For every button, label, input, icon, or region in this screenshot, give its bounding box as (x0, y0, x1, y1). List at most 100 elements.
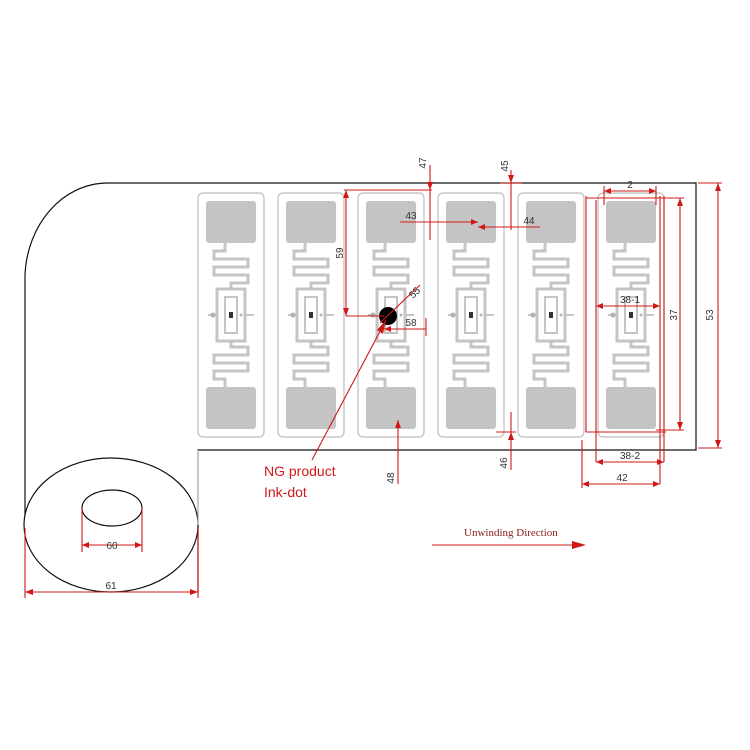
dim-44-arrow (478, 224, 485, 230)
ic-chip (629, 312, 633, 318)
chip-marker-dot (479, 313, 483, 317)
dim-46-label: 46 (499, 457, 510, 469)
dim-60-arrow-left (82, 542, 89, 548)
ic-chip (549, 312, 553, 318)
dimension-lines (24, 165, 722, 598)
dim-45-label: 45 (500, 160, 511, 172)
dim-60-arrow-right (135, 542, 142, 548)
dim-2-label: 2 (627, 180, 633, 191)
chip-marker-dot (530, 312, 536, 318)
dim-38-1-label: 38-1 (620, 295, 640, 306)
annotations: NG product Ink-dot Unwinding Direction (264, 463, 558, 539)
chip-marker-dot (290, 312, 296, 318)
dim-42-arrow-right (653, 481, 660, 487)
rfid-tag (517, 192, 585, 438)
antenna-pad-bottom (286, 387, 336, 429)
ng-leader-arrowhead (377, 320, 386, 334)
ic-chip (229, 312, 233, 318)
dim-38-2-arrow-right (657, 459, 664, 465)
antenna-pad-top (286, 201, 336, 243)
ink-dot-label: Ink-dot (264, 484, 307, 500)
dim-42-arrow-left (582, 481, 589, 487)
dim-59-label: 59 (335, 247, 346, 259)
antenna-trace-top (532, 243, 570, 289)
ng-product-label: NG product (264, 463, 336, 479)
dim-61-label: 61 (105, 581, 117, 592)
arrow-heads (25, 175, 721, 595)
ic-chip (309, 312, 313, 318)
antenna-pad-top (206, 201, 256, 243)
dim-53-arrow-top (715, 183, 721, 191)
dim-37-label: 37 (669, 309, 680, 321)
antenna-inner-loop (224, 296, 238, 334)
antenna-inner-loop (304, 296, 318, 334)
antenna-pad-top (526, 201, 576, 243)
roll-core-inner (81, 489, 143, 527)
unwinding-arrowhead (572, 541, 586, 549)
antenna-trace-bottom (452, 341, 490, 387)
antenna-trace-top (612, 243, 650, 289)
rfid-tag (277, 192, 345, 438)
antenna-pad-bottom (366, 387, 416, 429)
antenna-trace-bottom (292, 341, 330, 387)
dim-38-2-label: 38-2 (620, 451, 640, 462)
rfid-tag (597, 192, 665, 438)
dim-2-arrow-left (604, 188, 611, 194)
rfid-tag (197, 192, 265, 438)
dim-44-label: 44 (523, 216, 535, 227)
antenna-trace-bottom (532, 341, 570, 387)
antenna-inner-loop (544, 296, 558, 334)
rfid-tag-row (197, 192, 665, 438)
dim-43-arrow (471, 219, 478, 225)
dim-55-line (379, 284, 421, 324)
antenna-pad-bottom (446, 387, 496, 429)
dim-38-1-arrow-left (596, 303, 603, 309)
chip-marker-dot (639, 313, 643, 317)
antenna-pad-top (366, 201, 416, 243)
unwinding-direction-label: Unwinding Direction (464, 527, 558, 539)
dim-48-label: 48 (386, 472, 397, 484)
dim-61-arrow-right (190, 589, 198, 595)
dim-38-1-arrow-right (653, 303, 660, 309)
dim-61-arrow-left (25, 589, 33, 595)
dim-48-arrow (395, 420, 401, 428)
dim-37-arrow-bottom (677, 422, 683, 430)
antenna-inner-loop (464, 296, 478, 334)
antenna-pad-top (606, 201, 656, 243)
antenna-pad-bottom (526, 387, 576, 429)
chip-marker-dot (239, 313, 243, 317)
dim-37-arrow-top (677, 198, 683, 206)
antenna-trace-bottom (612, 341, 650, 387)
dim-59-arrow-bottom (343, 308, 349, 316)
antenna-inner-loop (624, 296, 638, 334)
chip-marker-dot (370, 312, 376, 318)
dim-53-label: 53 (705, 309, 716, 321)
chip-marker-dot (319, 313, 323, 317)
ic-chip (469, 312, 473, 318)
chip-marker-dot (210, 312, 216, 318)
antenna-trace-top (372, 243, 410, 289)
liner-outline (23, 182, 697, 593)
antenna-trace-top (292, 243, 330, 289)
ng-leader-line (311, 319, 387, 461)
antenna-trace-bottom (372, 341, 410, 387)
dimension-labels: 47 45 2 53 43 44 59 55 58 38-1 37 48 46 … (105, 157, 716, 592)
dim-38-2-arrow-left (596, 459, 603, 465)
chip-marker-dot (610, 312, 616, 318)
dim-43-label: 43 (405, 211, 417, 222)
antenna-trace-top (452, 243, 490, 289)
dim-60-label: 60 (106, 541, 118, 552)
chip-marker-dot (450, 312, 456, 318)
antenna-pad-bottom (606, 387, 656, 429)
dim-46-arrow (508, 432, 514, 440)
dim-45-arrow (508, 175, 514, 183)
dim-59-arrow-top (343, 190, 349, 198)
dim-2-arrow-right (649, 188, 656, 194)
dim-47-label: 47 (418, 157, 429, 169)
antenna-pad-bottom (206, 387, 256, 429)
rfid-tag (437, 192, 505, 438)
dim-58-label: 58 (405, 318, 417, 329)
dim-58-arrow (384, 326, 391, 332)
dim-53-arrow-bottom (715, 440, 721, 448)
